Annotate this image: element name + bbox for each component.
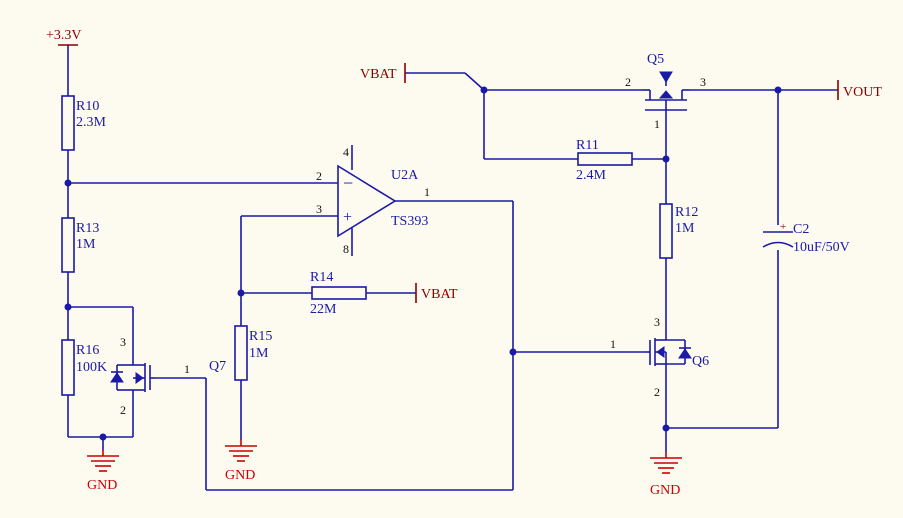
r15-ref: R15 bbox=[249, 329, 272, 344]
gnd-label: GND bbox=[87, 478, 117, 493]
r16-value: 100K bbox=[76, 360, 107, 375]
junction-dot bbox=[662, 424, 670, 432]
pin-number: 2 bbox=[316, 169, 322, 183]
r15-value: 1M bbox=[249, 346, 269, 361]
pin-number: 2 bbox=[625, 75, 631, 89]
opamp-minus-sign: − bbox=[343, 173, 353, 193]
r14-value: 22M bbox=[310, 302, 337, 317]
c2-ref: C2 bbox=[793, 222, 809, 237]
pin-number: 1 bbox=[424, 185, 430, 199]
r13-ref: R13 bbox=[76, 221, 99, 236]
junction-dot bbox=[64, 179, 72, 187]
c2-polarity: + bbox=[780, 221, 786, 233]
ground-symbol-1: GND bbox=[87, 450, 119, 493]
pin-number: 1 bbox=[610, 337, 616, 351]
u2a-value: TS393 bbox=[391, 214, 428, 229]
junction-dot bbox=[99, 433, 107, 441]
pin-number: 4 bbox=[343, 145, 349, 159]
net-label-3v3: +3.3V bbox=[46, 28, 82, 43]
resistor-r11: R11 2.4M bbox=[576, 138, 633, 183]
r11-value: 2.4M bbox=[576, 168, 607, 183]
mosfet-q6: Q6 3 1 2 bbox=[610, 315, 709, 399]
junction-dot bbox=[480, 86, 488, 94]
junction-dot bbox=[662, 155, 670, 163]
net-vbat-r14: VBAT bbox=[415, 283, 458, 303]
ground-symbol-3: GND bbox=[650, 452, 682, 498]
net-vout: VOUT bbox=[837, 80, 882, 100]
pin-number: 3 bbox=[120, 335, 126, 349]
q6-ref: Q6 bbox=[692, 354, 709, 369]
net-3v3: +3.3V bbox=[46, 28, 82, 46]
r10-value: 2.3M bbox=[76, 115, 107, 130]
r14-ref: R14 bbox=[310, 270, 333, 285]
opamp-u2a: − + U2A TS393 2 3 1 4 8 bbox=[316, 145, 430, 256]
junction-dot bbox=[509, 348, 517, 356]
q5-ref: Q5 bbox=[647, 52, 664, 67]
pin-number: 3 bbox=[316, 202, 322, 216]
r12-value: 1M bbox=[675, 221, 695, 236]
net-label-vout: VOUT bbox=[843, 85, 882, 100]
junction-dot bbox=[64, 303, 72, 311]
resistor-r12: R12 1M bbox=[659, 203, 698, 259]
net-label-vbat: VBAT bbox=[360, 67, 397, 82]
pin-number: 2 bbox=[120, 403, 126, 417]
capacitor-c2: + C2 10uF/50V bbox=[762, 221, 850, 255]
mosfet-q7: Q7 3 2 1 bbox=[110, 335, 226, 417]
net-vbat-top: VBAT bbox=[360, 63, 406, 83]
junctions bbox=[64, 86, 782, 441]
gnd-label: GND bbox=[225, 468, 255, 483]
resistor-r16: R16 100K bbox=[61, 339, 107, 396]
r11-ref: R11 bbox=[576, 138, 599, 153]
resistor-r13: R13 1M bbox=[61, 217, 99, 273]
net-label-vbat: VBAT bbox=[421, 287, 458, 302]
pin-number: 1 bbox=[184, 362, 190, 376]
pin-number: 8 bbox=[343, 242, 349, 256]
resistor-r15: R15 1M bbox=[234, 325, 272, 381]
r16-ref: R16 bbox=[76, 343, 99, 358]
mosfet-q5: Q5 2 3 1 bbox=[625, 52, 706, 131]
pin-number: 3 bbox=[700, 75, 706, 89]
r13-value: 1M bbox=[76, 237, 96, 252]
q7-ref: Q7 bbox=[209, 359, 226, 374]
resistor-r14: R14 22M bbox=[310, 270, 367, 317]
wires bbox=[67, 45, 838, 491]
gnd-label: GND bbox=[650, 483, 680, 498]
pin-number: 1 bbox=[654, 117, 660, 131]
junction-dot bbox=[237, 289, 245, 297]
ground-symbol-2: GND bbox=[225, 440, 257, 483]
resistor-r10: R10 2.3M bbox=[61, 95, 107, 151]
junction-dot bbox=[774, 86, 782, 94]
c2-value: 10uF/50V bbox=[793, 240, 850, 255]
pin-number: 2 bbox=[654, 385, 660, 399]
opamp-plus-sign: + bbox=[343, 209, 352, 226]
r12-ref: R12 bbox=[675, 205, 698, 220]
pin-number: 3 bbox=[654, 315, 660, 329]
u2a-ref: U2A bbox=[391, 168, 419, 183]
r10-ref: R10 bbox=[76, 99, 99, 114]
